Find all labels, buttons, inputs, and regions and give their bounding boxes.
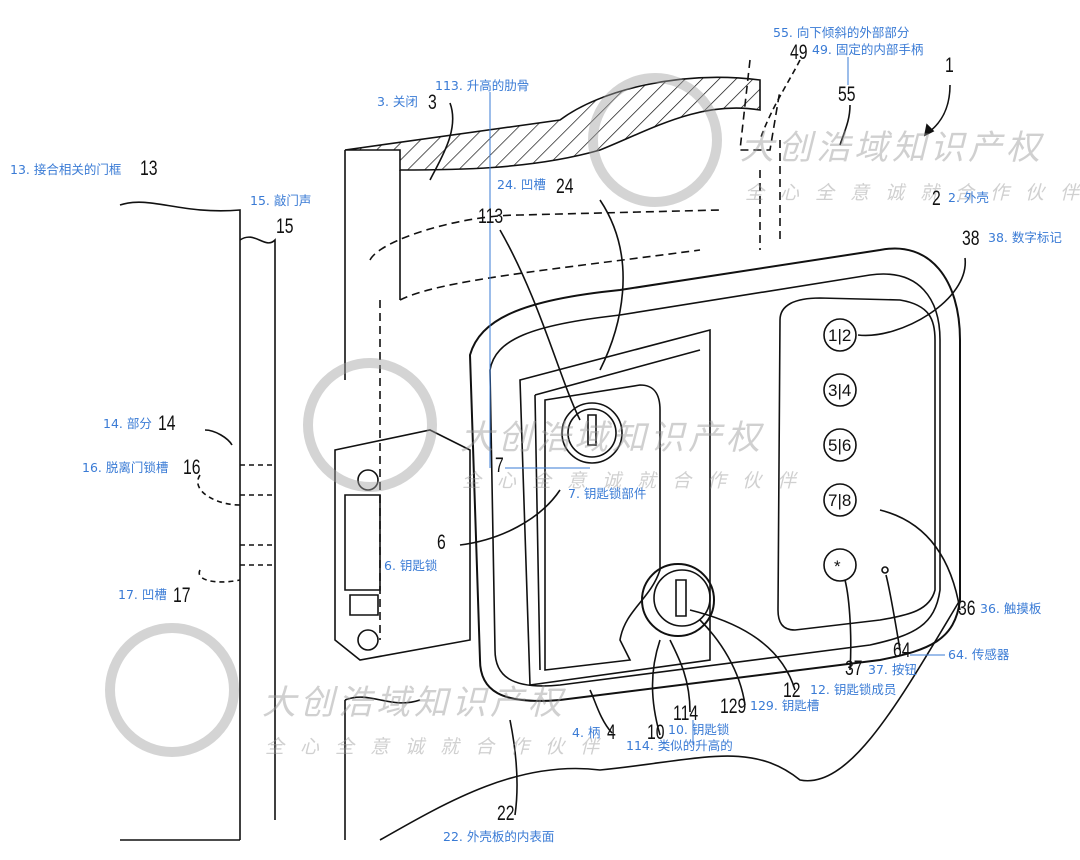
annotation-17: 17. 凹槽 [118, 587, 167, 602]
annotation-14: 14. 部分 [103, 416, 152, 431]
annotation-7: 7. 钥匙锁部件 [568, 486, 647, 501]
watermark-slogan: 全心全意诚就合作伙伴 [745, 182, 1080, 204]
keypad-button-1-2: 1|2 [828, 326, 851, 345]
annotation-4: 4. 柄 [572, 725, 601, 740]
ref-numeral: 64 [893, 639, 911, 662]
annotation-13: 13. 接合相关的门框 [10, 162, 122, 177]
ref-numeral: 114 [673, 702, 699, 725]
annotation-16: 16. 脱离门锁槽 [82, 460, 169, 475]
keypad-button-7-8: 7|8 [828, 491, 851, 510]
watermark-brand: 大创浩域知识产权 [460, 418, 764, 458]
annotation-24: 24. 凹槽 [497, 177, 546, 192]
watermark-slogan: 全心全意诚就合作伙伴 [462, 470, 813, 492]
ref-numeral: 6 [437, 531, 446, 554]
ref-numeral: 2 [932, 187, 941, 210]
ref-numeral: 22 [497, 802, 515, 825]
annotation-37: 37. 按钮 [868, 662, 917, 677]
ref-numeral: 12 [783, 679, 801, 702]
annotation-12: 12. 钥匙锁成员 [810, 682, 897, 697]
ref-numeral: 10 [647, 721, 665, 744]
ref-numeral: 3 [428, 91, 437, 114]
annotation-10: 10. 钥匙锁 [668, 722, 730, 737]
ref-numeral: 49 [790, 41, 808, 64]
ref-numeral: 4 [607, 721, 616, 744]
watermark-brand: 大创浩域知识产权 [262, 683, 566, 723]
keypad-button-3-4: 3|4 [828, 381, 851, 400]
keypad-button-star: * [834, 557, 841, 576]
ref-numeral: 7 [495, 454, 504, 477]
annotation-114: 114. 类似的升高的 [626, 738, 733, 753]
ref-numeral: 129 [720, 695, 747, 718]
ref-numeral: 15 [276, 215, 294, 238]
ref-numeral: 55 [838, 83, 856, 106]
ref-numeral: 1 [945, 54, 954, 77]
watermark-slogan: 全心全意诚就合作伙伴 [265, 736, 616, 758]
annotation-113: 113. 升高的肋骨 [435, 78, 530, 93]
ref-numeral: 13 [140, 157, 158, 180]
annotation-6: 6. 钥匙锁 [384, 558, 438, 573]
ref-numeral: 37 [845, 657, 863, 680]
annotation-38: 38. 数字标记 [988, 230, 1062, 245]
ref-numeral: 17 [173, 584, 191, 607]
annotation-129: 129. 钥匙槽 [750, 698, 820, 713]
ref-numeral: 16 [183, 456, 201, 479]
annotation-22: 22. 外壳板的内表面 [443, 829, 555, 844]
ref-numeral: 113 [478, 205, 504, 228]
annotation-2: 2. 外壳 [948, 190, 989, 205]
annotation-49: 49. 固定的内部手柄 [812, 42, 924, 57]
annotation-36: 36. 触摸板 [980, 601, 1042, 616]
annotation-64: 64. 传感器 [948, 647, 1010, 662]
annotation-15: 15. 敲门声 [250, 193, 312, 208]
ref-numeral: 36 [958, 597, 976, 620]
watermark-brand: 大创浩域知识产权 [740, 128, 1044, 168]
annotation-3: 3. 关闭 [377, 94, 418, 109]
keypad-button-5-6: 5|6 [828, 436, 851, 455]
ref-numeral: 38 [962, 227, 980, 250]
ref-numeral: 14 [158, 412, 176, 435]
ref-numeral: 24 [556, 175, 574, 198]
door-frame-edge [119, 201, 241, 840]
annotation-55: 55. 向下倾斜的外部部分 [773, 25, 910, 40]
